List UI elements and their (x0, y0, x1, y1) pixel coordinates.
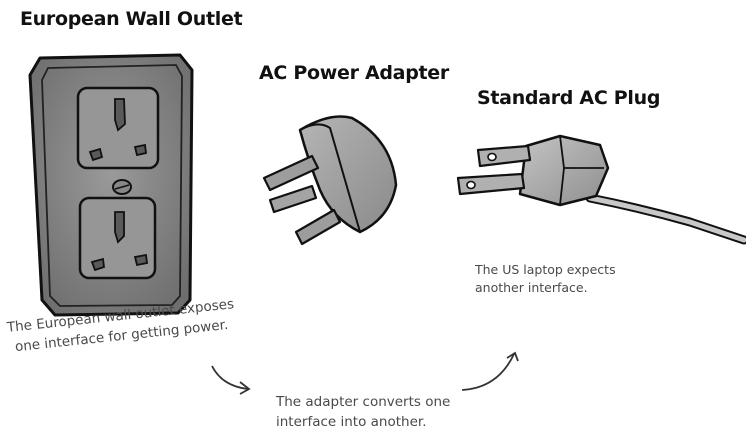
european-wall-outlet-icon (28, 53, 194, 317)
standard-ac-plug-icon (456, 134, 746, 245)
adapter-note-line2: interface into another. (276, 414, 427, 430)
laptop-note: The US laptop expects another interface. (475, 261, 616, 297)
curved-arrow-left-icon (211, 365, 251, 395)
curved-arrow-right-icon (461, 351, 519, 391)
adapter-note-line1: The adapter converts one (276, 394, 451, 410)
laptop-note-line1: The US laptop expects (475, 262, 616, 277)
standard-ac-plug-title: Standard AC Plug (477, 87, 661, 109)
ac-power-adapter-title: AC Power Adapter (259, 62, 449, 84)
adapter-note: The adapter converts one interface into … (276, 392, 450, 432)
european-wall-outlet-title: European Wall Outlet (20, 8, 243, 30)
ac-power-adapter-icon (262, 115, 398, 246)
laptop-note-line2: another interface. (475, 280, 588, 295)
